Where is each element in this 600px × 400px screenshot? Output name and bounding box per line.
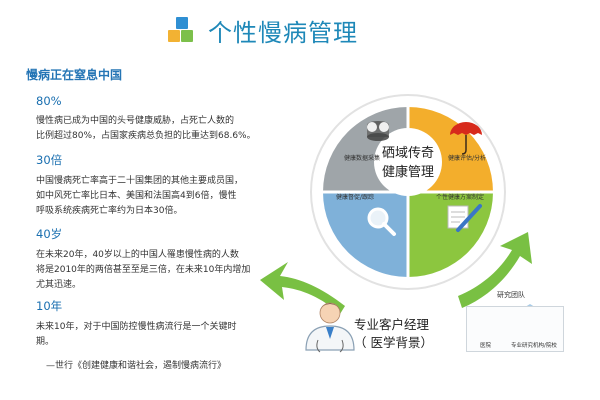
stat-line: 期。	[36, 337, 55, 347]
quadrant-label-tracking: 健康督促/跟踪	[336, 193, 374, 201]
stat-line: 尤其迅速。	[36, 280, 82, 290]
source-citation: —世行《创建健康和谐社会，遏制慢病流行》	[46, 361, 227, 371]
quadrant-label-plan: 个性健康方案制定	[436, 193, 484, 201]
stat-line: 慢性病已成为中国的头号健康威胁，占死亡人数的	[36, 116, 235, 126]
blocks-logo-icon	[168, 17, 196, 43]
stat-value: 30倍	[36, 153, 63, 167]
stat-block: 80% 慢性病已成为中国的头号健康威胁，占死亡人数的 比例超过80%，占国家疾病…	[36, 94, 268, 144]
stat-block: 30倍 中国慢病死亡率高于二十国集团的其他主要成员国， 如中风死亡率比日本、美国…	[36, 152, 268, 219]
quadrant-label-assessment: 健康评估/分析	[448, 154, 486, 162]
document-pen-icon	[447, 204, 482, 232]
manager-title: 专业客户经理	[354, 317, 430, 332]
stat-desc: 在未来20年，40岁以上的中国人罹患慢性病的人数 将是2010年的两倍甚至至是三…	[36, 248, 268, 293]
lead-heading: 慢病正在窒息中国	[26, 68, 123, 82]
stat-line: 比例超过80%，占国家疾病总负担的比重达到68.6%。	[36, 131, 256, 141]
stat-desc: 中国慢病死亡率高于二十国集团的其他主要成员国， 如中风死亡率比日本、美国和法国高…	[36, 174, 268, 219]
research-team-title: 研究团队	[497, 291, 525, 299]
hospital-label: 医院	[480, 343, 492, 349]
database-users-icon	[367, 121, 389, 141]
center-title: 硒域传奇	[382, 145, 434, 161]
left-curved-arrow	[260, 262, 345, 314]
research-team-box	[466, 306, 564, 352]
stat-value: 40岁	[36, 227, 63, 241]
stat-block: 10年 未来10年，对于中国防控慢性病流行是一个关键时 期。	[36, 298, 268, 350]
stat-desc: 慢性病已成为中国的头号健康威胁，占死亡人数的 比例超过80%，占国家疾病总负担的…	[36, 114, 268, 144]
manager-subtitle: （ 医学背景）	[354, 335, 433, 350]
stat-line: 中国慢病死亡率高于二十国集团的其他主要成员国，	[36, 176, 244, 186]
title-area: 个性慢病管理	[168, 12, 358, 48]
institute-label: 专业研究机构/院校	[511, 343, 557, 349]
account-manager-label: 专业客户经理 （ 医学背景）	[354, 316, 433, 352]
page-title: 个性慢病管理	[208, 18, 358, 47]
stat-line: 未来10年，对于中国防控慢性病流行是一个关键时	[36, 322, 237, 332]
stat-block: 40岁 在未来20年，40岁以上的中国人罹患慢性病的人数 将是2010年的两倍甚…	[36, 226, 268, 293]
doctor-avatar-icon	[305, 302, 355, 353]
stat-value: 80%	[36, 94, 62, 108]
quadrant-label-data-collection: 健康数据采集	[344, 154, 380, 162]
stat-line: 在未来20年，40岁以上的中国人罹患慢性病的人数	[36, 250, 239, 260]
stat-line: 呼吸系统疾病死亡率约为日本30倍。	[36, 206, 183, 216]
stat-desc: 未来10年，对于中国防控慢性病流行是一个关键时 期。	[36, 320, 268, 350]
stat-line: 将是2010年的两倍甚至至是三倍，在未来10年内增加	[36, 265, 251, 275]
umbrella-icon	[450, 122, 482, 155]
center-circle	[374, 128, 442, 196]
magnifier-icon	[367, 207, 396, 236]
stat-line: 如中风死亡率比日本、美国和法国高4到6倍，慢性	[36, 191, 237, 201]
stat-value: 10年	[36, 299, 63, 313]
right-curved-arrow	[458, 232, 532, 308]
center-subtitle: 健康管理	[382, 164, 434, 180]
